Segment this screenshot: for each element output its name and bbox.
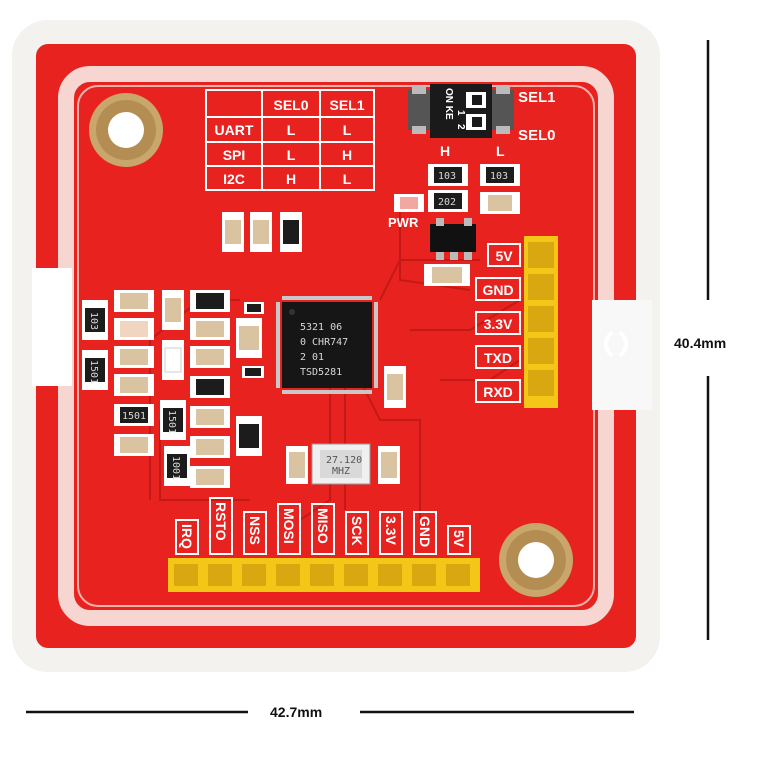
left-edge-strip xyxy=(32,268,72,386)
right-pin-gnd: GND xyxy=(482,282,513,298)
capacitor-near-5v xyxy=(424,264,470,286)
bottom-pin-rsto: RSTO xyxy=(213,502,229,541)
dip-switch[interactable]: ON KE 1 2 xyxy=(408,84,514,138)
right-edge-clip xyxy=(604,330,628,358)
dip-num-2: 2 xyxy=(455,124,466,130)
right-pin-5v: 5V xyxy=(495,248,513,264)
table-row-uart-sel1: L xyxy=(343,122,352,138)
bottom-pin-sck: SCK xyxy=(349,516,365,546)
table-row-spi-sel0: L xyxy=(287,147,296,163)
resistor-code-4: 103 xyxy=(88,312,99,330)
bottom-pin-mosi: MOSI xyxy=(281,508,297,544)
table-row-uart-mode: UART xyxy=(215,122,254,138)
bottom-pin-miso: MISO xyxy=(315,508,331,544)
bottom-pin-label-boxes xyxy=(175,497,471,555)
dip-l-label: L xyxy=(496,143,505,159)
pwr-label: PWR xyxy=(388,215,419,230)
width-dimension-label: 42.7mm xyxy=(270,704,322,720)
resistor-code-7: 1501 xyxy=(166,410,177,434)
right-pin-rxd: RXD xyxy=(483,384,513,400)
power-led xyxy=(394,194,424,212)
crystal-unit: MHZ xyxy=(332,466,350,477)
bottom-pin-3v3: 3.3V xyxy=(383,516,399,545)
capacitor-right-of-ic xyxy=(384,366,406,408)
table-row-spi-mode: SPI xyxy=(223,147,246,163)
pn532-ic xyxy=(276,296,378,394)
dip-num-1: 1 xyxy=(455,110,466,116)
table-row-spi-sel1: H xyxy=(342,147,352,163)
resistor-code-1: 103 xyxy=(438,171,456,182)
mounting-hole-top-left xyxy=(89,93,163,167)
table-row-i2c-mode: I2C xyxy=(223,171,245,187)
right-pin-3v3: 3.3V xyxy=(484,316,513,332)
right-pin-header[interactable] xyxy=(524,236,558,408)
voltage-regulator xyxy=(430,218,476,260)
ic-line-4: TSD5281 xyxy=(300,367,342,378)
mode-table xyxy=(205,89,375,191)
table-header-sel0: SEL0 xyxy=(273,97,308,113)
bottom-pin-nss: NSS xyxy=(247,516,263,545)
table-row-i2c-sel0: H xyxy=(286,171,296,187)
table-row-i2c-sel1: L xyxy=(343,171,352,187)
dip-on-label: ON KE xyxy=(443,88,454,120)
resistor-code-2: 103 xyxy=(490,171,508,182)
resistor-group-top-right xyxy=(428,164,520,214)
crystal-oscillator xyxy=(286,443,400,485)
right-pin-label-boxes xyxy=(475,243,521,403)
bottom-pin-gnd: GND xyxy=(417,516,433,547)
crystal-freq: 27.120 xyxy=(326,455,362,466)
height-dimension-label: 40.4mm xyxy=(674,335,726,351)
resistor-code-5: 1501 xyxy=(88,360,99,384)
sel1-label: SEL1 xyxy=(518,89,556,106)
dip-h-label: H xyxy=(440,143,450,159)
ic-line-3: 2 01 xyxy=(300,352,324,363)
resistor-code-6: 1501 xyxy=(122,411,146,422)
resistor-code-3: 202 xyxy=(438,197,456,208)
capacitor-row-top xyxy=(222,212,302,252)
right-pin-txd: TXD xyxy=(484,350,512,366)
component-cluster-left xyxy=(82,290,264,488)
bottom-pin-irq: IRQ xyxy=(179,524,195,549)
sel0-label: SEL0 xyxy=(518,127,556,144)
table-header-sel1: SEL1 xyxy=(329,97,364,113)
ic-line-1: 5321 06 xyxy=(300,322,342,333)
bottom-pin-header[interactable] xyxy=(168,558,480,592)
ic-line-2: 0 CHR747 xyxy=(300,337,348,348)
bottom-pin-5v: 5V xyxy=(451,530,467,548)
table-row-uart-sel0: L xyxy=(287,122,296,138)
mounting-hole-bottom-right xyxy=(499,523,573,597)
resistor-code-8: 1001 xyxy=(170,456,181,480)
